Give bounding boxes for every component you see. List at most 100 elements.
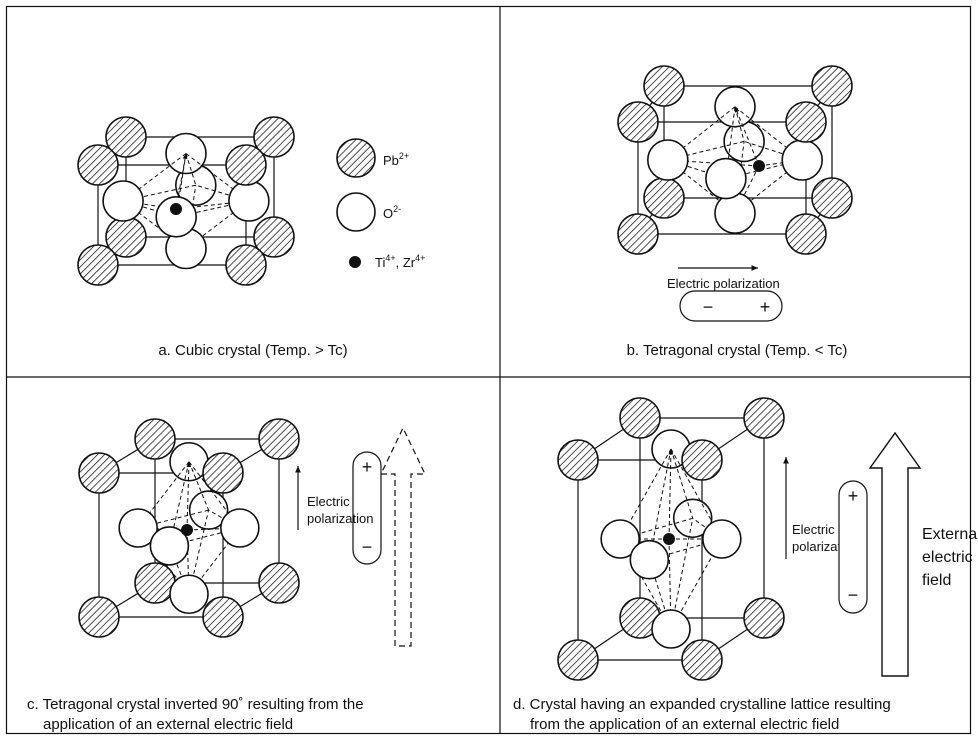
o-ion xyxy=(149,526,190,566)
pb-ion xyxy=(78,452,120,494)
pb-ion xyxy=(258,418,300,460)
displacement-arrow xyxy=(175,199,249,210)
pb-ion xyxy=(557,639,599,681)
pb-ion xyxy=(743,397,785,439)
ti-zr-ion xyxy=(170,203,182,215)
octahedron-edge xyxy=(176,200,250,218)
octahedron-edge xyxy=(734,106,745,142)
caption-c-line1: c. Tetragonal crystal inverted 90˚ resul… xyxy=(27,696,364,713)
cubic-crystal xyxy=(77,116,295,286)
o-ion xyxy=(651,609,691,649)
octahedron-edge xyxy=(670,448,694,519)
legend-o: O2- xyxy=(383,204,401,221)
o-ion xyxy=(702,519,742,559)
pb-ion xyxy=(253,216,295,258)
dipole-capsule xyxy=(679,290,783,322)
octahedron-edge xyxy=(138,509,209,529)
legend-pb: Pb2+ xyxy=(383,151,409,168)
pb-ion xyxy=(202,596,244,638)
polarization-c: Electric polarization + − xyxy=(295,426,426,647)
pb-ion xyxy=(811,177,853,219)
minus-sign: − xyxy=(703,297,714,317)
ti-zr-ion-icon xyxy=(349,256,361,268)
inverted-tetragonal-crystal xyxy=(78,418,300,638)
pb-ion xyxy=(681,639,723,681)
pb-ion xyxy=(134,562,176,604)
pb-ion xyxy=(617,101,659,143)
o-ion xyxy=(155,196,197,238)
pb-ion xyxy=(202,452,244,494)
octahedron-edge xyxy=(670,518,694,630)
ti-zr-ion xyxy=(181,524,193,536)
octahedron-edge xyxy=(208,509,241,529)
pb-ion xyxy=(619,397,661,439)
pb-ion xyxy=(643,177,685,219)
displacement-arrow xyxy=(668,448,674,540)
polarization-d: Electric polarization + − External elect… xyxy=(783,431,978,677)
dashed-field-arrow xyxy=(380,426,426,647)
ti-zr-ion xyxy=(753,160,765,172)
pb-ion xyxy=(557,439,599,481)
octahedron-edge xyxy=(649,538,722,561)
pb-ion xyxy=(225,244,267,286)
field-label-line1: External xyxy=(922,526,978,543)
displacement-arrow xyxy=(734,106,760,167)
caption-b: b. Tetragonal crystal (Temp. < Tc) xyxy=(627,342,848,359)
o-ion xyxy=(102,180,144,222)
o-ion xyxy=(169,574,209,615)
pb-ion xyxy=(617,213,659,255)
polarization-label-line1: Electric xyxy=(307,494,350,509)
plus-sign: + xyxy=(848,486,859,506)
pb-ion xyxy=(77,144,119,186)
o-ion xyxy=(118,508,158,548)
pb-ion xyxy=(643,65,685,107)
pb-ion xyxy=(743,597,785,639)
plus-sign: + xyxy=(760,297,771,317)
legend-ti-zr: Ti4+, Zr4+ xyxy=(375,253,425,270)
caption-c-line2: application of an external electric fiel… xyxy=(43,716,293,733)
pb-ion xyxy=(77,244,119,286)
displacement-arrow xyxy=(668,538,674,630)
o-ion xyxy=(781,139,824,181)
pb-ion xyxy=(785,101,827,143)
caption-a: a. Cubic crystal (Temp. > Tc) xyxy=(158,342,347,359)
pb-ion xyxy=(253,116,295,158)
minus-sign: − xyxy=(362,537,373,557)
o-ion xyxy=(220,508,260,548)
o-ion xyxy=(714,192,756,234)
panel-grid xyxy=(5,5,972,735)
octahedron-edge xyxy=(620,517,693,540)
pb-ion xyxy=(105,116,147,158)
octahedron-edge xyxy=(169,527,240,547)
ti-zr-ion xyxy=(663,533,675,545)
pb-ion xyxy=(78,596,120,638)
dipole-capsule xyxy=(838,480,868,614)
pb-ion xyxy=(785,213,827,255)
o-ion xyxy=(600,519,640,559)
displacement-arrow xyxy=(186,461,192,531)
octahedron-edge xyxy=(185,153,197,186)
polarization-label: Electric polarization xyxy=(667,276,780,291)
legend: Pb2+ O2- Ti4+, Zr4+ xyxy=(336,138,425,270)
dipole-capsule xyxy=(352,451,382,565)
octahedron-edge xyxy=(725,106,736,179)
o-ion-icon xyxy=(336,192,376,232)
caption-d-line1: d. Crystal having an expanded crystallin… xyxy=(513,696,891,713)
caption-d-line2: from the application of an external elec… xyxy=(530,716,839,733)
pb-ion xyxy=(134,418,176,460)
pb-ion xyxy=(681,439,723,481)
octahedron-edge xyxy=(188,461,210,511)
polarization-b: Electric polarization − + xyxy=(667,265,783,322)
octahedron-edge xyxy=(648,559,672,630)
o-ion xyxy=(228,180,270,222)
polarization-label-line2: polarization xyxy=(307,511,374,526)
expanded-crystal xyxy=(557,397,785,681)
pb-ion xyxy=(811,65,853,107)
o-ion xyxy=(629,539,670,580)
field-arrow xyxy=(868,431,922,677)
pb-ion xyxy=(258,562,300,604)
tetragonal-crystal xyxy=(617,65,853,255)
plus-sign: + xyxy=(362,457,373,477)
polarization-label-line1: Electric xyxy=(792,522,835,537)
